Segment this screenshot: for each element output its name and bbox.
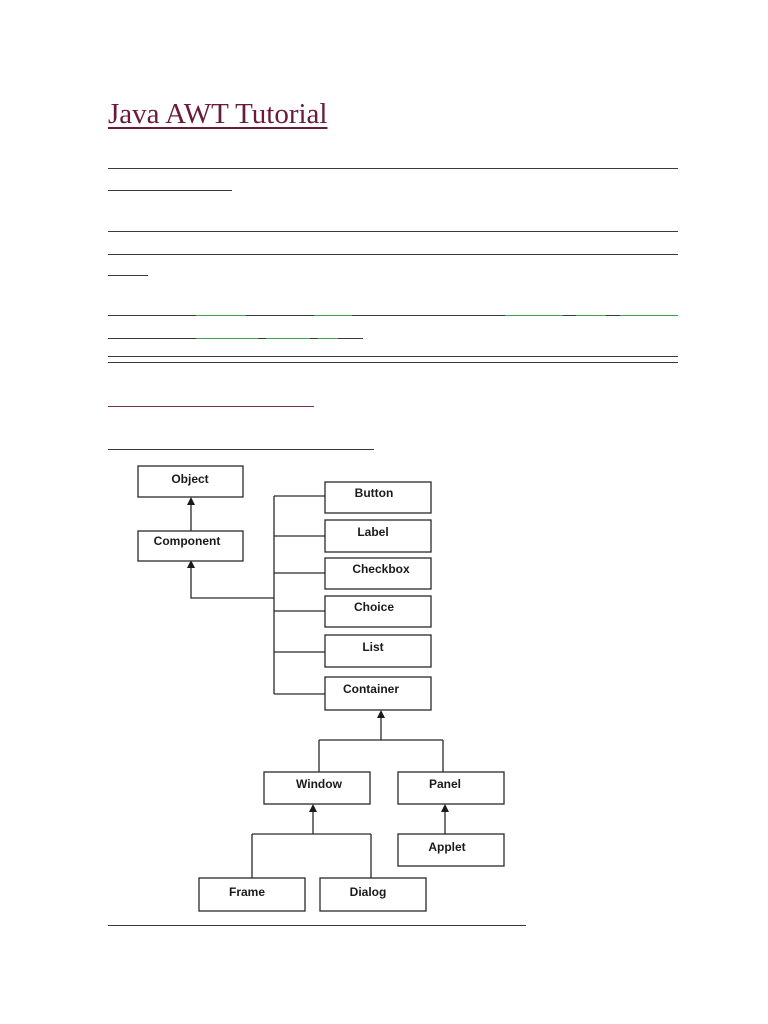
node-window: Window (263, 771, 371, 805)
text-line-rule (108, 449, 374, 450)
arrowhead-icon (377, 710, 385, 718)
node-button: Button (324, 481, 432, 514)
link-underline[interactable] (318, 338, 338, 339)
arrowhead-icon (441, 804, 449, 812)
divider-line (108, 356, 678, 357)
node-label: Checkbox (352, 562, 410, 576)
node-label: Window (296, 777, 343, 791)
node-label: Frame (229, 885, 265, 899)
page-title[interactable]: Java AWT Tutorial (108, 98, 328, 130)
node-component: Component (137, 530, 244, 562)
node-list: List (324, 634, 432, 668)
node-label: Component (154, 534, 221, 548)
text-line-rule (108, 925, 526, 926)
text-line-rule (108, 168, 678, 169)
arrowhead-icon (309, 804, 317, 812)
node-label: Panel (429, 777, 461, 791)
divider-line (108, 362, 678, 363)
node-label: Label (357, 525, 388, 539)
node-container: Container (324, 676, 432, 711)
node-object: Object (137, 465, 244, 498)
link-underline[interactable] (505, 315, 563, 316)
node-label: Choice (354, 600, 394, 614)
link-underline[interactable] (314, 315, 352, 316)
node-label: List (362, 640, 383, 654)
node-label: Label (324, 519, 432, 553)
node-panel: Panel (397, 771, 505, 805)
link-underline[interactable] (620, 315, 678, 316)
node-label: Applet (428, 840, 465, 854)
link-underline[interactable] (266, 338, 310, 339)
node-applet: Applet (397, 833, 505, 867)
text-line-rule (108, 190, 232, 191)
arrowhead-icon (187, 497, 195, 505)
diagram-connectors (187, 495, 449, 878)
text-line-rule (108, 254, 678, 255)
node-frame: Frame (198, 877, 306, 912)
node-checkbox: Checkbox (324, 557, 432, 590)
text-line-rule (108, 315, 678, 316)
arrowhead-icon (187, 560, 195, 568)
node-label: Dialog (350, 885, 387, 899)
text-line-rule (108, 275, 148, 276)
node-dialog: Dialog (319, 877, 427, 912)
node-label: Object (171, 472, 208, 486)
link-underline[interactable] (196, 315, 246, 316)
connector-component-bracket (190, 567, 274, 599)
node-label: Button (355, 486, 394, 500)
node-choice: Choice (324, 595, 432, 628)
link-underline[interactable] (196, 338, 258, 339)
text-line-rule (108, 231, 678, 232)
node-label: Container (343, 682, 399, 696)
heading-link-rule[interactable] (108, 406, 314, 407)
link-underline[interactable] (576, 315, 606, 316)
